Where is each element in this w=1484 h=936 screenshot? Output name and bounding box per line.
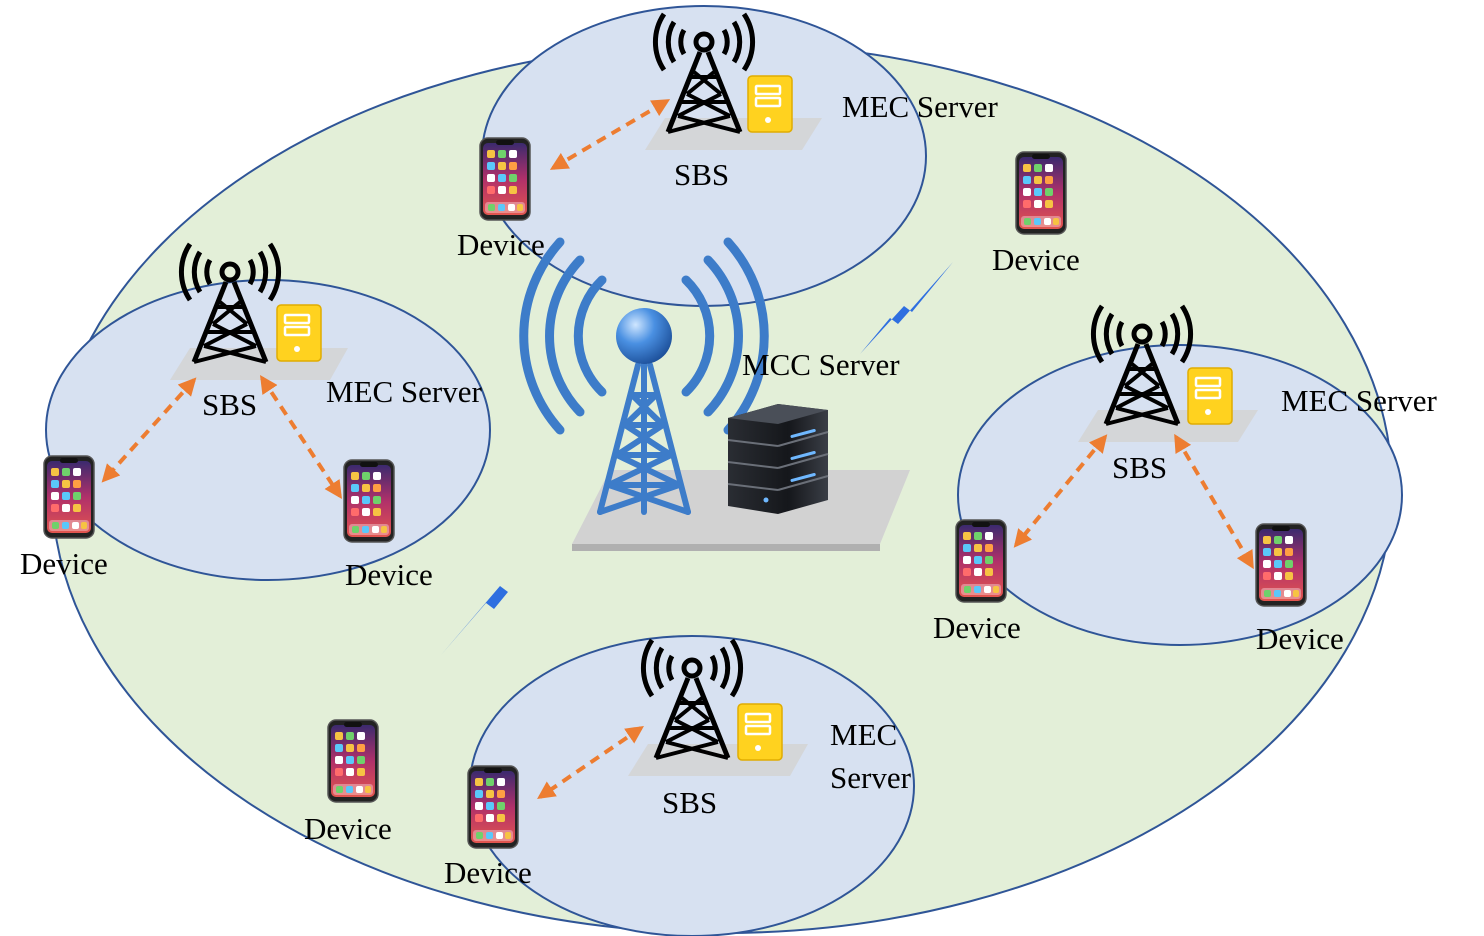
device-label: Device [304, 811, 392, 846]
mec-label-line1: MEC [830, 717, 897, 752]
server-box-icon [746, 74, 794, 134]
sbs-label: SBS [674, 157, 729, 192]
mec-label-line2: Server [830, 760, 912, 795]
smartphone-icon [43, 455, 95, 539]
sbs-label: SBS [202, 387, 257, 422]
smartphone-icon [327, 719, 379, 803]
device-sbs-link [537, 725, 644, 800]
device-sbs-link [101, 377, 197, 483]
server-box-icon [736, 702, 784, 762]
device-label: Device [1256, 621, 1344, 656]
small-cell-area-left [45, 279, 491, 581]
device-label: Device [345, 557, 433, 592]
device-label: Device [457, 227, 545, 262]
smartphone-icon [1255, 523, 1307, 607]
mec-server-label: MEC Server [326, 374, 483, 409]
server-box-icon [275, 303, 323, 363]
mec-server-label: MEC Server [842, 89, 999, 124]
device-label: Device [20, 546, 108, 581]
lightning-bolt-icon [860, 262, 953, 354]
device-sbs-link [549, 99, 671, 170]
device-label: Device [933, 610, 1021, 645]
smartphone-icon [467, 765, 519, 849]
rack-server-icon [727, 404, 829, 514]
smartphone-icon [955, 519, 1007, 603]
sbs-label: SBS [1112, 450, 1167, 485]
device-sbs-link [1013, 434, 1108, 548]
lightning-bolt-icon [441, 542, 549, 655]
device-sbs-link [1174, 433, 1254, 570]
server-box-icon [1186, 366, 1234, 426]
device-sbs-link [260, 374, 342, 500]
device-label: Device [444, 855, 532, 890]
smartphone-icon [479, 137, 531, 221]
smartphone-icon [1015, 151, 1067, 235]
sbs-label: SBS [662, 785, 717, 820]
smartphone-icon [343, 459, 395, 543]
device-label: Device [992, 242, 1080, 277]
mec-server-label: MEC Server [1281, 383, 1438, 418]
mcc-server-label: MCC Server [742, 347, 900, 382]
